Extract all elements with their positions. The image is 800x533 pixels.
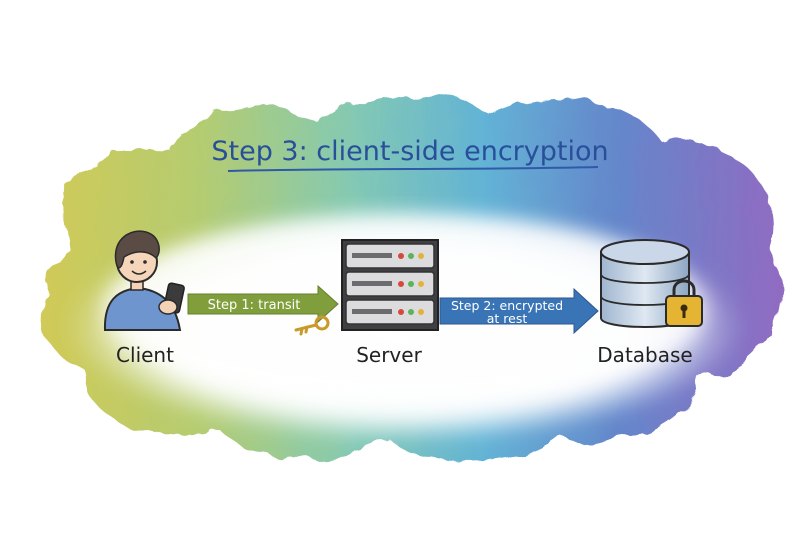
padlock-icon — [665, 279, 703, 327]
step2-label-line2: at rest — [487, 311, 528, 326]
database-node: Database — [597, 239, 703, 367]
diagram-title: Step 3: client-side encryption — [211, 136, 609, 172]
server-node: Server — [341, 239, 439, 367]
person-with-phone-icon — [103, 230, 185, 331]
step1-arrow: Step 1: transit — [187, 284, 339, 336]
server-rack-icon — [341, 239, 439, 331]
client-label: Client — [116, 343, 174, 367]
step1-label: Step 1: transit — [208, 298, 301, 313]
step2-label-line1: Step 2: encrypted — [451, 298, 563, 313]
client-node: Client — [103, 230, 185, 367]
title-underline — [227, 166, 599, 172]
key-icon — [294, 315, 330, 336]
database-label: Database — [597, 343, 692, 367]
step2-arrow: Step 2: encrypted at rest — [439, 287, 599, 335]
title-text: Step 3: client-side encryption — [211, 136, 608, 167]
server-label: Server — [356, 343, 422, 367]
